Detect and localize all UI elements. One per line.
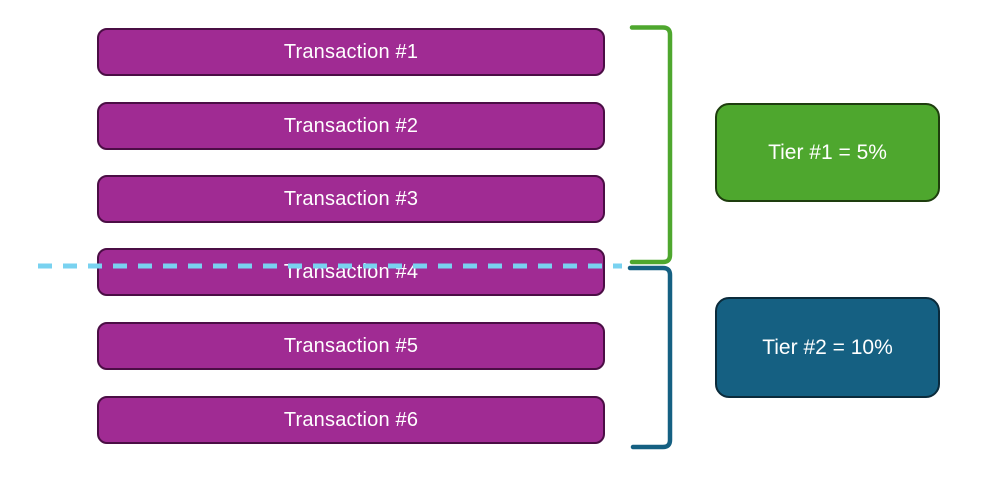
transaction-label-1: Transaction #1	[283, 40, 419, 63]
transaction-box-3: Transaction #3	[97, 175, 605, 223]
transaction-box-1: Transaction #1	[97, 28, 605, 76]
tier1-box: Tier #1 = 5%	[715, 103, 940, 202]
transaction-label-3: Transaction #3	[283, 187, 419, 210]
transaction-label-6: Transaction #6	[283, 408, 419, 431]
transaction-label-5: Transaction #5	[283, 334, 419, 357]
transaction-label-4: Transaction #4	[283, 260, 419, 283]
tier2-box: Tier #2 = 10%	[715, 297, 940, 398]
transaction-box-4: Transaction #4	[97, 248, 605, 296]
tier2-bracket-icon	[627, 265, 673, 450]
transaction-box-2: Transaction #2	[97, 102, 605, 150]
transaction-box-6: Transaction #6	[97, 396, 605, 444]
tier2-label: Tier #2 = 10%	[762, 335, 893, 359]
tier1-label: Tier #1 = 5%	[768, 140, 887, 164]
tier1-bracket-icon	[629, 25, 673, 265]
transaction-box-5: Transaction #5	[97, 322, 605, 370]
transaction-label-2: Transaction #2	[283, 114, 419, 137]
